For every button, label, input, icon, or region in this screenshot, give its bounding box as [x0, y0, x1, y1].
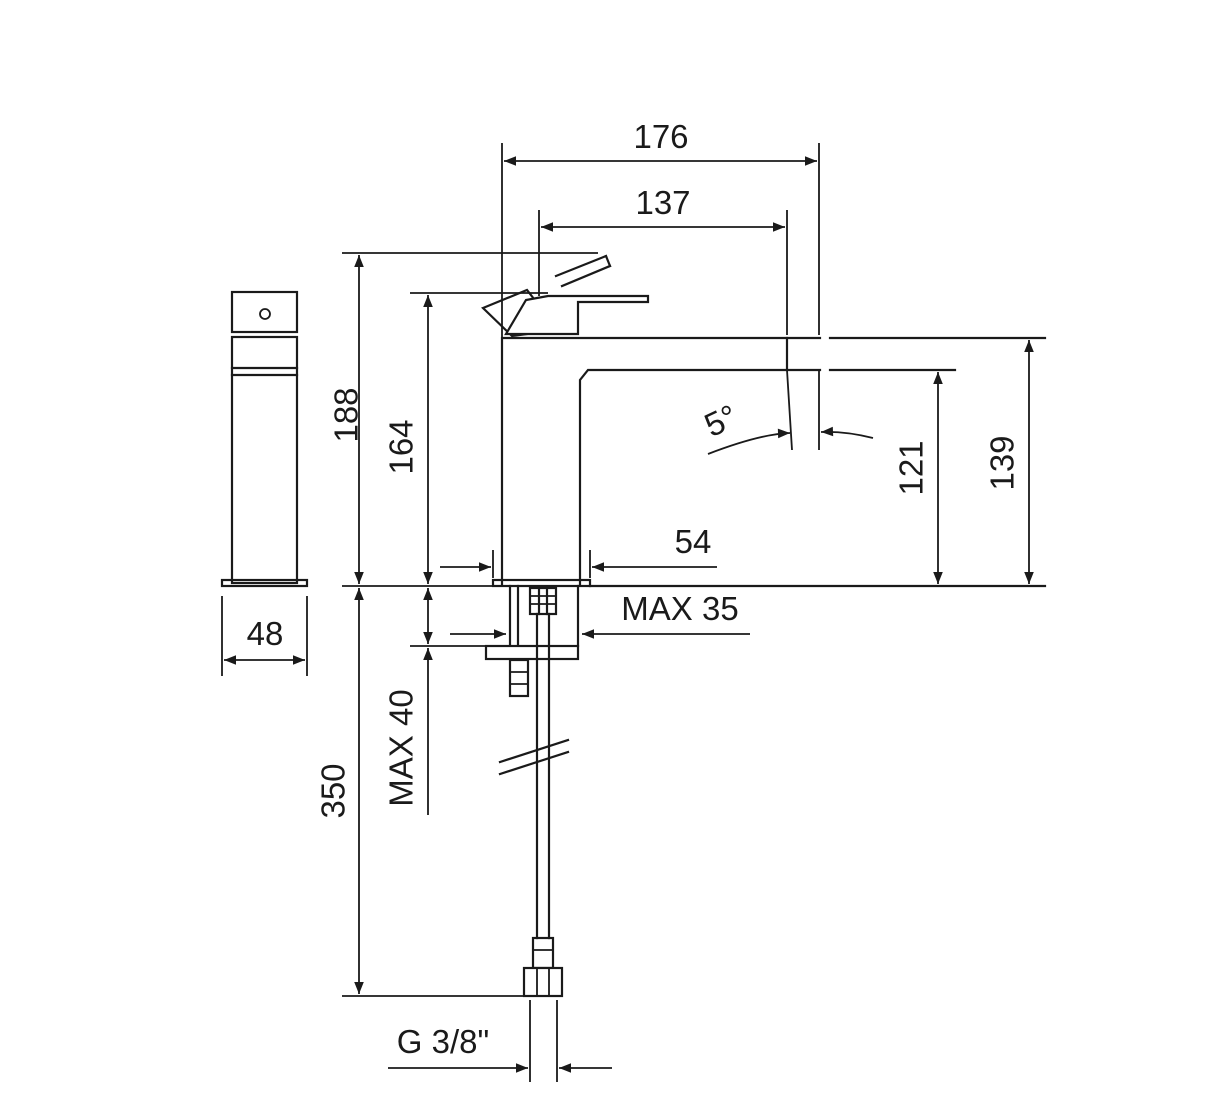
dim-lever-height: 164 [383, 292, 548, 584]
dim-total-height: 188 [328, 252, 598, 587]
dim-label-164: 164 [383, 419, 420, 474]
dim-label-139: 139 [984, 435, 1021, 490]
dim-max-deck-thickness: MAX 35 [450, 590, 750, 639]
dim-label-max40: MAX 40 [383, 689, 420, 806]
dim-label-thread: G 3/8" [397, 1023, 489, 1060]
dim-label-54: 54 [675, 523, 712, 560]
dim-spout-angle: 5° [699, 369, 874, 455]
dim-spout-reach: 137 [538, 184, 788, 335]
dim-label-188: 188 [328, 387, 365, 442]
dim-label-176: 176 [633, 118, 688, 155]
dim-base-offset: 54 [440, 523, 717, 578]
dim-label-max35: MAX 35 [621, 590, 738, 627]
dim-side-width: 48 [247, 615, 284, 652]
dim-label-121: 121 [893, 440, 930, 495]
side-view: 48 [220, 290, 309, 676]
dim-label-350: 350 [315, 763, 352, 818]
dim-label-angle: 5° [699, 397, 743, 444]
dim-label-137: 137 [635, 184, 690, 221]
dim-max-hole: MAX 40 [383, 588, 486, 815]
dim-spout-outlet-height: 121 [893, 372, 943, 584]
dim-connection-thread: G 3/8" [388, 1000, 612, 1082]
dim-total-length: 176 [501, 118, 820, 338]
lever-pin-icon [259, 308, 271, 320]
dim-spout-top-height: 139 [984, 340, 1034, 584]
faucet-body [481, 254, 1047, 998]
dim-hose-length: 350 [315, 588, 524, 997]
